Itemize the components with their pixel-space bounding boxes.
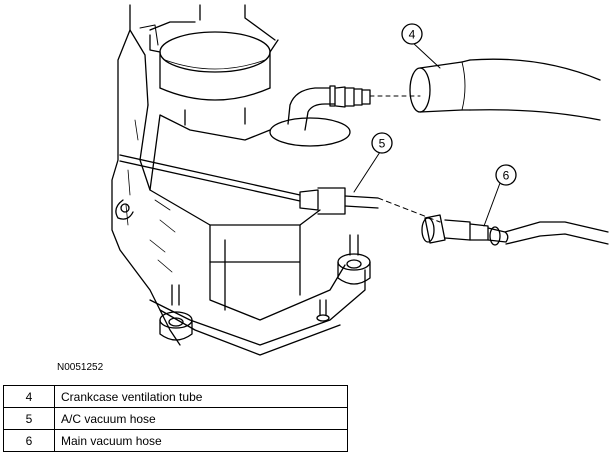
callout-4: 4 — [401, 23, 423, 45]
legend-number: 5 — [3, 407, 55, 430]
callout-5-number: 5 — [379, 137, 386, 151]
main-vacuum-hose — [487, 221, 609, 246]
table-row: 4 Crankcase ventilation tube — [3, 385, 348, 408]
legend-description: Main vacuum hose — [54, 429, 348, 452]
ac-vacuum-hose — [421, 214, 489, 244]
mount-studs — [159, 234, 371, 341]
callout-6: 6 — [495, 164, 517, 186]
callout-leaders — [353, 41, 501, 227]
figure-id: N0051252 — [57, 362, 104, 373]
engine-component-illustration: 4 5 6 — [111, 4, 609, 356]
table-row: 5 A/C vacuum hose — [3, 407, 348, 430]
manifold-housing — [111, 4, 366, 356]
callout-5: 5 — [371, 132, 393, 154]
throttle-cable — [119, 154, 441, 223]
callout-6-number: 6 — [503, 169, 510, 183]
legend-table: 4 Crankcase ventilation tube 5 A/C vacuu… — [3, 385, 348, 452]
callout-4-number: 4 — [409, 28, 416, 42]
crankcase-ventilation-tube — [409, 58, 601, 121]
legend-number: 6 — [3, 429, 55, 452]
legend-description: A/C vacuum hose — [54, 407, 348, 430]
filler-cap — [139, 24, 279, 126]
table-row: 6 Main vacuum hose — [3, 429, 348, 452]
legend-number: 4 — [3, 385, 55, 408]
pcv-elbow — [269, 85, 421, 147]
legend-description: Crankcase ventilation tube — [54, 385, 348, 408]
